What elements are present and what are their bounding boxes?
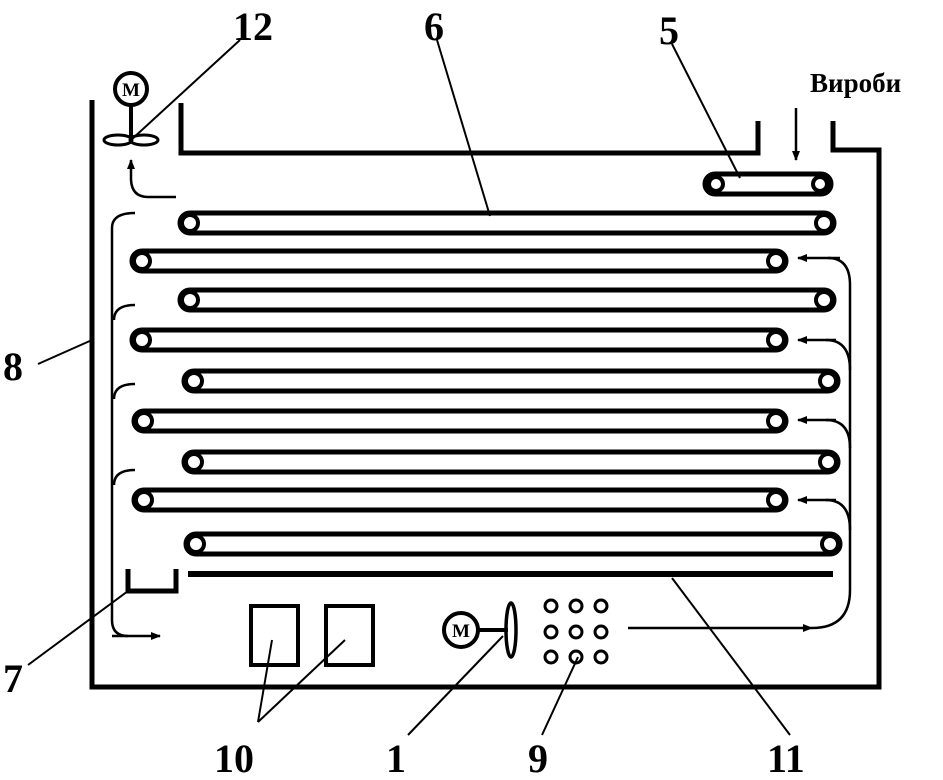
fan-blade-left-icon bbox=[102, 133, 134, 147]
belt-roller-right bbox=[766, 490, 786, 510]
belt-roller-right bbox=[818, 371, 838, 391]
belt-roller-left bbox=[180, 290, 200, 310]
outer-wall bbox=[89, 100, 882, 690]
chamber-walls bbox=[89, 100, 882, 690]
label-12: 12 bbox=[233, 4, 273, 49]
belt-roller-left bbox=[134, 411, 154, 431]
nozzle-hole bbox=[568, 624, 584, 640]
label-7: 7 bbox=[3, 656, 23, 701]
belt-roller-left bbox=[186, 534, 206, 554]
fan-blades-icon bbox=[504, 601, 518, 659]
nozzle-hole bbox=[593, 598, 609, 614]
right-air-path bbox=[628, 254, 852, 632]
leader-5 bbox=[671, 43, 741, 179]
conveyor-belt-7 bbox=[181, 449, 841, 475]
collector-tray bbox=[125, 569, 179, 594]
belt-roller-right bbox=[766, 411, 786, 431]
loading-conveyor bbox=[702, 171, 834, 197]
belt-roller-right bbox=[820, 534, 840, 554]
belt-roller-left bbox=[132, 330, 152, 350]
belt-roller-right bbox=[818, 452, 838, 472]
nozzle-hole bbox=[543, 649, 559, 665]
conveyor-belt-9 bbox=[183, 531, 843, 557]
leader-10a bbox=[257, 639, 273, 723]
leader-8 bbox=[37, 339, 93, 365]
label-10: 10 bbox=[214, 736, 254, 780]
nozzle-hole bbox=[543, 624, 559, 640]
motor-letter-top: М bbox=[122, 80, 140, 101]
conveyor-belt-3 bbox=[177, 287, 837, 313]
exhaust-arrow bbox=[127, 159, 176, 199]
leader-10b bbox=[257, 639, 346, 723]
label-9: 9 bbox=[528, 736, 548, 780]
conveyor-belts bbox=[129, 210, 843, 557]
belt-roller-right bbox=[814, 213, 834, 233]
nozzle-hole bbox=[593, 624, 609, 640]
heater-right bbox=[324, 604, 375, 667]
circulation-fan: М bbox=[442, 601, 518, 659]
label-8: 8 bbox=[3, 344, 23, 389]
conveyor-belt-2 bbox=[129, 248, 789, 274]
conveyor-belt-8 bbox=[131, 487, 789, 513]
inner-roof bbox=[178, 103, 761, 156]
leader-7 bbox=[27, 590, 129, 666]
leader-11 bbox=[671, 577, 791, 736]
inlet-label: Вироби bbox=[810, 68, 901, 98]
belt-roller-right bbox=[766, 251, 786, 271]
fan-blade-right-icon bbox=[128, 133, 160, 147]
leader-9 bbox=[541, 656, 579, 736]
conveyor-belt-6 bbox=[131, 408, 789, 434]
belt-roller-right bbox=[766, 330, 786, 350]
conveyor-belt-5 bbox=[181, 368, 841, 394]
belt-roller-left bbox=[184, 371, 204, 391]
belt-roller-right bbox=[814, 290, 834, 310]
leader-6 bbox=[436, 39, 491, 217]
leader-lines bbox=[27, 39, 791, 736]
belt-roller-left bbox=[134, 490, 154, 510]
conveyor-belt-1 bbox=[177, 210, 837, 236]
motor-letter: М bbox=[452, 621, 470, 642]
nozzle-hole bbox=[593, 649, 609, 665]
label-5: 5 bbox=[659, 8, 679, 53]
nozzle-block bbox=[543, 598, 609, 665]
belt-roller-left bbox=[184, 452, 204, 472]
belt-roller-left bbox=[180, 213, 200, 233]
label-1: 1 bbox=[386, 736, 406, 780]
leader-1 bbox=[407, 635, 504, 736]
label-11: 11 bbox=[767, 736, 805, 780]
nozzle-hole bbox=[568, 598, 584, 614]
belt-roller-left bbox=[132, 251, 152, 271]
left-air-path bbox=[110, 211, 161, 640]
nozzle-hole bbox=[543, 598, 559, 614]
exhaust-fan: М bbox=[102, 71, 160, 147]
conveyor-belt-4 bbox=[129, 327, 789, 353]
label-6: 6 bbox=[424, 4, 444, 49]
leader-12 bbox=[130, 39, 241, 141]
heater-left bbox=[249, 604, 300, 667]
